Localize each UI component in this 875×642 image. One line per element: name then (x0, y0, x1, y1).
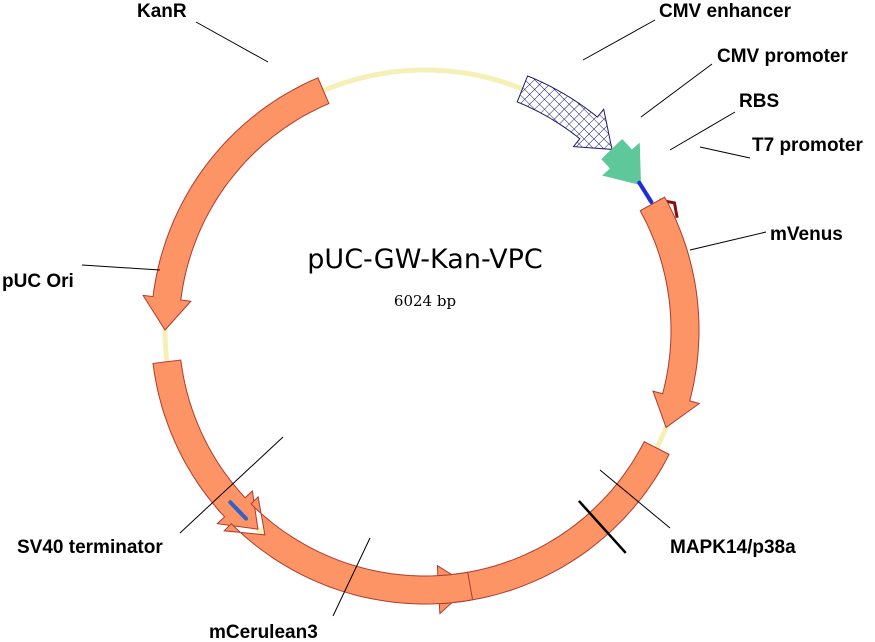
label-cmv-enhancer[interactable]: CMV enhancer (659, 1, 792, 22)
feature-cmv-promoter[interactable] (601, 138, 642, 186)
leader-puc-ori (81, 264, 161, 271)
feature-cmv-enhancer[interactable] (516, 75, 613, 150)
label-sv40-terminator[interactable]: SV40 terminator (17, 537, 163, 558)
features-layer (142, 75, 701, 615)
feature-puc-ori[interactable] (152, 359, 259, 530)
plasmid-name: pUC-GW-Kan-VPC (307, 244, 542, 275)
label-mcerulean3[interactable]: mCerulean3 (209, 622, 318, 642)
leader-cmv-enhancer (582, 19, 656, 61)
leader-rbs (669, 111, 736, 151)
label-mapk14[interactable]: MAPK14/p38a (670, 537, 796, 558)
feature-mcerulean3[interactable] (223, 495, 474, 605)
label-mvenus[interactable]: mVenus (770, 224, 843, 245)
leader-mapk14 (599, 469, 671, 529)
label-leaders (81, 19, 767, 617)
label-kanr[interactable]: KanR (137, 1, 187, 22)
feature-kanr[interactable] (142, 77, 330, 331)
label-t7-promoter[interactable]: T7 promoter (752, 135, 863, 156)
feature-rbs[interactable] (637, 180, 654, 204)
plasmid-size: 6024 bp (394, 292, 456, 310)
leader-t7-promoter (699, 146, 751, 159)
leader-sv40-terminator (179, 436, 284, 534)
leader-mvenus (689, 231, 767, 251)
mapk14-marker (577, 500, 627, 554)
label-puc-ori[interactable]: pUC Ori (2, 271, 74, 292)
feature-sv40-terminator[interactable] (228, 500, 249, 521)
leader-cmv-promoter (640, 63, 713, 118)
leader-kanr (195, 21, 269, 63)
feature-mapk14[interactable] (436, 441, 670, 615)
leader-mcerulean3 (332, 537, 371, 617)
feature-mvenus[interactable] (639, 196, 701, 429)
label-rbs[interactable]: RBS (739, 91, 779, 112)
label-cmv-promoter[interactable]: CMV promoter (717, 46, 849, 67)
